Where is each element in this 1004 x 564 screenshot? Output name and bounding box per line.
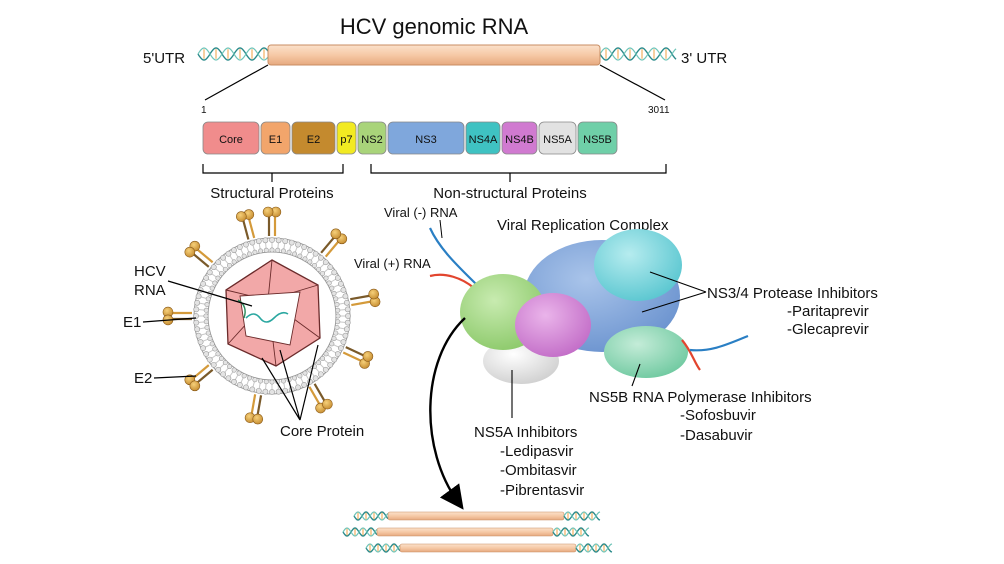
protein-label-ns3: NS3 [415, 134, 436, 146]
protein-label-ns5a: NS5A [543, 134, 572, 146]
ns4b-blob [515, 293, 591, 357]
nonstructural-bracket [370, 164, 667, 182]
ns5b-inhibitors-title: NS5B RNA Polymerase Inhibitors [589, 389, 812, 406]
viral-positive-rna-label: Viral (+) RNA [354, 256, 431, 271]
nonstructural-proteins-label: Non-structural Proteins [433, 185, 586, 202]
ns5b-drug-2: -Dasabuvir [680, 427, 753, 444]
protein-block-ns5b [577, 121, 618, 155]
protein-label-ns5b: NS5B [583, 134, 612, 146]
e2-pointer [153, 375, 197, 379]
ns5a-drug-3: -Pibrentasvir [500, 482, 584, 499]
e1-pointer [142, 317, 197, 323]
ns34-drug-2: -Glecaprevir [787, 321, 869, 338]
protein-block-e1 [260, 121, 291, 155]
structural-bracket [202, 164, 344, 182]
utr3-rna-wave [599, 47, 677, 61]
hcv-virion [162, 206, 381, 425]
e1-label: E1 [123, 314, 141, 331]
ns5b-blob [604, 326, 688, 378]
protein-label-core: Core [219, 134, 243, 146]
ns5a-drug-2: -Ombitasvir [500, 462, 577, 479]
protein-block-e2 [291, 121, 336, 155]
protein-label-p7: p7 [340, 134, 352, 146]
polyprotein: Core E1 E2 p7 NS2 NS3 NS4A NS4B NS5A NS5B [202, 121, 618, 155]
capsid-facets [225, 259, 321, 367]
structural-proteins-label: Structural Proteins [210, 185, 333, 202]
polymerase-rna-red [681, 339, 701, 371]
core-protein-label: Core Protein [280, 423, 364, 440]
zoom-line-right [599, 64, 666, 101]
zoom-line-left [204, 64, 269, 101]
protein-block-p7 [336, 121, 357, 155]
viral-positive-rna-strand [429, 273, 475, 289]
e2-label: E2 [134, 370, 152, 387]
genomic-rna-strand [245, 311, 289, 323]
ns34-pointer-b [641, 291, 707, 313]
replication-arrow [429, 317, 466, 510]
position-end: 3011 [648, 105, 670, 116]
ns4a-blob [594, 229, 682, 301]
protein-label-ns4b: NS4B [505, 134, 534, 146]
protein-block-ns3 [387, 121, 465, 155]
position-start: 1 [201, 105, 207, 116]
protein-block-ns4b [501, 121, 538, 155]
utr5-label: 5'UTR [143, 50, 185, 67]
viral-negative-rna-pointer [439, 219, 443, 239]
utr3-label: 3' UTR [681, 50, 727, 67]
hcv-rna-label-line1: HCV [134, 263, 166, 280]
ns34-drug-1: -Paritaprevir [787, 303, 869, 320]
progeny-rna-genomes [342, 511, 613, 553]
protein-label-ns4a: NS4A [469, 134, 498, 146]
core-protein-pointers [261, 344, 319, 421]
ns5a-inhibitors-title: NS5A Inhibitors [474, 424, 577, 441]
viral-negative-rna-label: Viral (-) RNA [384, 205, 458, 220]
protein-label-ns2: NS2 [361, 134, 382, 146]
ns5b-pointer [631, 363, 641, 387]
hcv-rna-label-line2: RNA [134, 282, 166, 299]
utr5-rna-wave [197, 47, 269, 61]
protein-block-ns4a [465, 121, 501, 155]
replication-complex-title: Viral Replication Complex [497, 217, 669, 234]
protein-label-e2: E2 [307, 134, 320, 146]
ns34-inhibitors-title: NS3/4 Protease Inhibitors [707, 285, 878, 302]
hcv-rna-pointer [167, 280, 253, 307]
protein-label-e1: E1 [269, 134, 282, 146]
ns5b-drug-1: -Sofosbuvir [680, 407, 756, 424]
ns34-pointer-a [649, 271, 707, 293]
protein-block-ns2 [357, 121, 387, 155]
diagram-title: HCV genomic RNA [340, 14, 529, 39]
ns5a-drug-1: -Ledipasvir [500, 443, 573, 460]
genome-bar [267, 44, 601, 66]
protein-block-ns5a [538, 121, 577, 155]
polymerase-rna-blue [689, 334, 749, 352]
viral-negative-rna-strand [428, 227, 479, 287]
lipid-bilayer [193, 237, 351, 395]
protein-block-core [202, 121, 260, 155]
